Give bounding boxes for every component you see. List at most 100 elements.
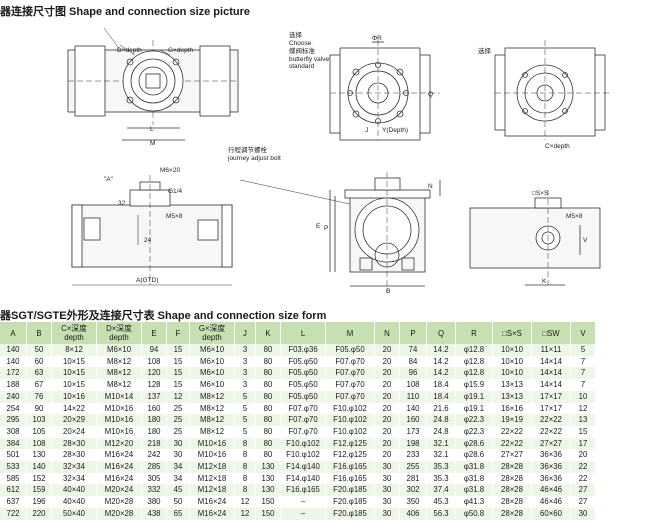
table-cell: 37.4 [426, 484, 456, 497]
column-header: F [166, 322, 190, 344]
table-cell: 501 [0, 449, 27, 462]
table-cell: M10×16 [96, 402, 142, 415]
table-cell: 3 [234, 344, 256, 356]
table-cell: 612 [0, 484, 27, 497]
table-cell: 3 [234, 367, 256, 380]
table-cell: 20 [374, 414, 400, 426]
table-cell: 305 [141, 472, 167, 485]
table-cell: 12 [234, 507, 256, 520]
table-cell: 108 [26, 437, 52, 450]
table-cell: 14×14 [531, 355, 571, 368]
table-cell: φ19.1 [455, 402, 493, 415]
table-cell: 30 [374, 472, 400, 485]
label-24: 24 [144, 237, 152, 244]
table-cell: 32.1 [426, 449, 456, 462]
table-cell: 10×10 [492, 367, 532, 380]
table-cell: 188 [0, 379, 27, 391]
table-cell: M12×18 [189, 484, 235, 497]
table-cell: φ22.3 [455, 425, 493, 438]
table-cell: 13×13 [492, 390, 532, 403]
table-cell: 15 [166, 367, 190, 380]
label-n: N [428, 183, 433, 190]
table-cell: 14×14 [531, 379, 571, 391]
table-cell: 14.2 [426, 367, 456, 380]
table-cell: 76 [26, 390, 52, 403]
table-cell: 5 [570, 344, 596, 356]
table-cell: 15 [166, 344, 190, 356]
table-cell: 8 [234, 472, 256, 485]
table-cell: φ22.3 [455, 414, 493, 426]
table-cell: F05.φ50 [280, 390, 326, 403]
table-cell: 45.3 [426, 496, 456, 508]
table-cell: 18.4 [426, 379, 456, 391]
table-cell: 152 [26, 472, 52, 485]
table-cell: 130 [255, 461, 281, 473]
label-e: E [316, 223, 321, 230]
table-cell: 7 [570, 355, 596, 368]
label-b: B [386, 288, 390, 295]
table-cell: 80 [255, 367, 281, 380]
table-cell: 17 [570, 437, 596, 450]
table-cell: 27×27 [492, 449, 532, 462]
table-cell: F10.φ102 [280, 437, 326, 450]
column-header: □S×S [492, 322, 532, 344]
table-cell: 8×12 [51, 344, 97, 356]
table-cell: F12.φ125 [325, 437, 375, 450]
label-v: V [583, 237, 588, 244]
table-cell: 22×22 [492, 425, 532, 438]
label-butterfly-en2: standard [289, 63, 315, 70]
table-cell: 32×34 [51, 472, 97, 485]
table-cell: 5 [234, 390, 256, 403]
table-cell: 90 [26, 402, 52, 415]
table-cell: 8 [234, 461, 256, 473]
table-cell: 103 [26, 414, 52, 426]
table-cell: 8 [234, 437, 256, 450]
table-cell: F05.φ50 [280, 355, 326, 368]
table-cell: 105 [26, 425, 52, 438]
table-cell: 17×17 [531, 402, 571, 415]
table-cell: 295 [0, 414, 27, 426]
table-cell: 20 [374, 355, 400, 368]
table-cell: 14.2 [426, 344, 456, 356]
table-cell: 40×40 [51, 484, 97, 497]
table-cell: 80 [255, 425, 281, 438]
table-cell: 35.3 [426, 461, 456, 473]
table-cell: M6×10 [189, 379, 235, 391]
table-cell: 22×22 [531, 425, 571, 438]
table-cell: 94 [141, 344, 167, 356]
label-choose-right: 选择 [478, 46, 492, 55]
table-cell: 20 [374, 402, 400, 415]
table-cell: 25 [166, 402, 190, 415]
table-cell: F07.φ70 [280, 425, 326, 438]
table-cell: F10.φ102 [325, 402, 375, 415]
column-header: A [0, 322, 27, 344]
table-cell: 46×46 [531, 484, 571, 497]
table-cell: F07.φ70 [325, 390, 375, 403]
table-cell: 28×28 [492, 484, 532, 497]
table-cell: 159 [26, 484, 52, 497]
table-cell: 35.3 [426, 472, 456, 485]
label-adjust-en: journey adjust bolt [227, 155, 281, 162]
label-butterfly-en1: butterfly valve [289, 56, 329, 63]
table-cell: φ19.1 [455, 390, 493, 403]
table-cell: 242 [141, 449, 167, 462]
table-cell: 130 [255, 484, 281, 497]
table-cell: 380 [141, 496, 167, 508]
table-cell: 10 [570, 390, 596, 403]
table-cell: M6×10 [189, 367, 235, 380]
label-k: K [542, 278, 547, 285]
table-cell: F07.φ70 [325, 379, 375, 391]
table-cell: 308 [0, 425, 27, 438]
table-cell: 196 [26, 496, 52, 508]
table-cell: 80 [255, 449, 281, 462]
column-header: P [399, 322, 427, 344]
